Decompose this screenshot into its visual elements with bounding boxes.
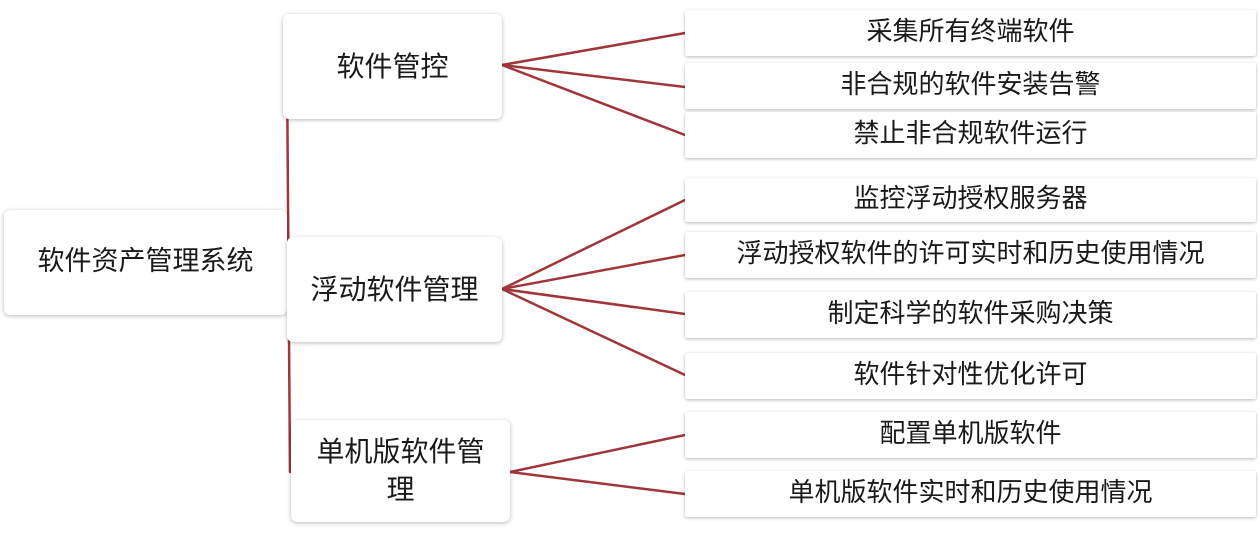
leaf-node: 非合规的软件安装告警 [685,63,1256,109]
leaf-node: 监控浮动授权服务器 [685,178,1256,222]
leaf-node: 配置单机版软件 [685,412,1256,458]
link-float-4 [500,287,687,377]
leaf-node: 采集所有终端软件 [685,10,1256,56]
link-softctrl-1 [500,31,687,67]
leaf-node: 单机版软件实时和历史使用情况 [685,471,1256,517]
root-node: 软件资产管理系统 [4,210,287,315]
leaf-label: 采集所有终端软件 [866,17,1075,48]
branch-label: 软件管控 [336,49,449,83]
leaf-label: 非合规的软件安装告警 [840,70,1101,101]
link-standalone-1 [508,433,687,474]
link-float-1 [500,198,687,291]
branch-node-standalone-software: 单机版软件管理 [291,420,510,522]
link-float-2 [500,253,687,291]
leaf-label: 监控浮动授权服务器 [853,184,1088,215]
leaf-node: 浮动授权软件的许可实时和历史使用情况 [685,232,1256,278]
link-float-3 [500,287,687,316]
branch-node-software-control: 软件管控 [283,14,502,119]
link-softctrl-2 [500,63,687,89]
leaf-node: 禁止非合规软件运行 [685,112,1256,158]
link-standalone-2 [508,470,687,496]
leaf-label: 制定科学的软件采购决策 [827,299,1114,330]
leaf-label: 禁止非合规软件运行 [853,119,1088,150]
branch-node-floating-software: 浮动软件管理 [287,237,502,342]
leaf-node: 软件针对性优化许可 [685,353,1256,399]
leaf-label: 配置单机版软件 [879,419,1062,450]
leaf-node: 制定科学的软件采购决策 [685,292,1256,338]
leaf-label: 软件针对性优化许可 [853,360,1088,391]
link-softctrl-3 [500,63,687,137]
branch-label: 单机版软件管理 [316,435,485,506]
leaf-label: 浮动授权软件的许可实时和历史使用情况 [736,239,1205,270]
branch-label: 浮动软件管理 [310,272,479,306]
root-label: 软件资产管理系统 [37,246,254,278]
leaf-label: 单机版软件实时和历史使用情况 [788,478,1153,509]
